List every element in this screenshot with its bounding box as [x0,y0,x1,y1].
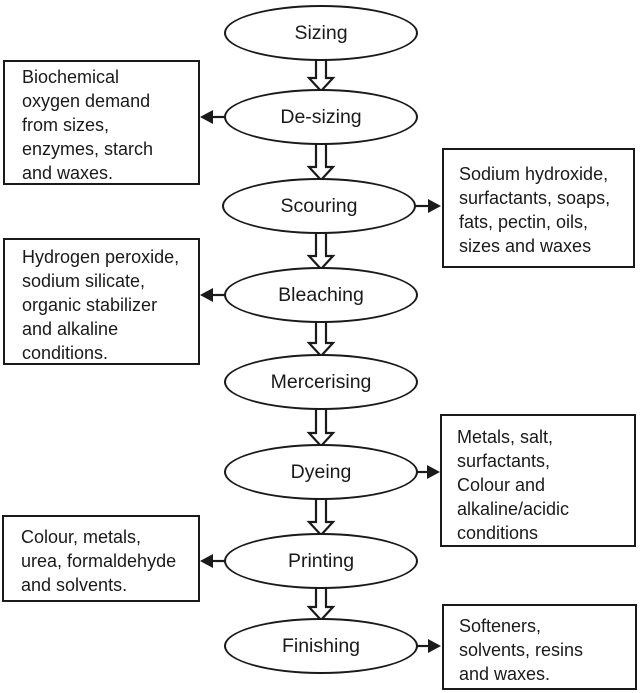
stage-mercerising: Mercerising [224,354,418,410]
stage-printing: Printing [224,533,418,589]
stage-de-sizing: De-sizing [224,89,418,145]
note-text-printing: Colour, metals, urea, formaldehyde and s… [21,527,177,595]
side-arrowhead-scouring [428,199,441,213]
side-arrowhead-desizing [200,110,213,124]
flow-arrow-printing-to-finishing [306,585,336,622]
stage-label-dyeing: Dyeing [290,460,352,483]
stage-label-mercerising: Mercerising [270,370,372,393]
stage-label-finishing: Finishing [281,634,361,657]
note-box-scouring: Sodium hydroxide, surfactants, soaps, fa… [442,148,635,268]
stage-label-bleaching: Bleaching [278,283,364,306]
note-box-dyeing: Metals, salt, surfactants, Colour and al… [440,414,636,547]
side-arrowhead-printing [200,554,213,568]
stage-scouring: Scouring [222,178,416,234]
stage-bleaching: Bleaching [224,267,418,323]
note-text-bleaching: Hydrogen peroxide, sodium silicate, orga… [22,247,180,363]
side-arrowhead-bleaching [200,288,213,302]
stage-label-printing: Printing [287,549,355,572]
note-text-scouring: Sodium hydroxide, surfactants, soaps, fa… [459,164,611,256]
note-text-de-sizing: Biochemical oxygen demand from sizes, en… [22,67,154,183]
stage-dyeing: Dyeing [224,444,418,500]
stage-label-sizing: Sizing [294,21,348,44]
note-text-dyeing: Metals, salt, surfactants, Colour and al… [457,427,570,543]
flow-arrow-mercerising-to-dyeing [306,406,336,448]
note-box-printing: Colour, metals, urea, formaldehyde and s… [2,515,200,602]
flow-arrow-scouring-to-bleaching [306,230,336,271]
stage-label-de-sizing: De-sizing [280,105,362,128]
note-box-bleaching: Hydrogen peroxide, sodium silicate, orga… [3,238,200,365]
flow-arrow-dyeing-to-printing [306,496,336,537]
stage-sizing: Sizing [224,5,418,61]
flow-arrow-bleaching-to-mercerising [306,319,336,358]
side-arrowhead-dyeing [427,465,440,479]
note-box-de-sizing: Biochemical oxygen demand from sizes, en… [3,60,200,185]
stage-label-scouring: Scouring [280,194,358,217]
flow-arrow-sizing-to-desizing [306,57,336,93]
note-text-finishing: Softeners, solvents, resins and waxes. [459,616,584,684]
flow-arrow-desizing-to-scouring [306,141,336,182]
side-arrowhead-finishing [428,639,441,653]
note-box-finishing: Softeners, solvents, resins and waxes. [442,604,637,690]
stage-finishing: Finishing [224,618,418,674]
